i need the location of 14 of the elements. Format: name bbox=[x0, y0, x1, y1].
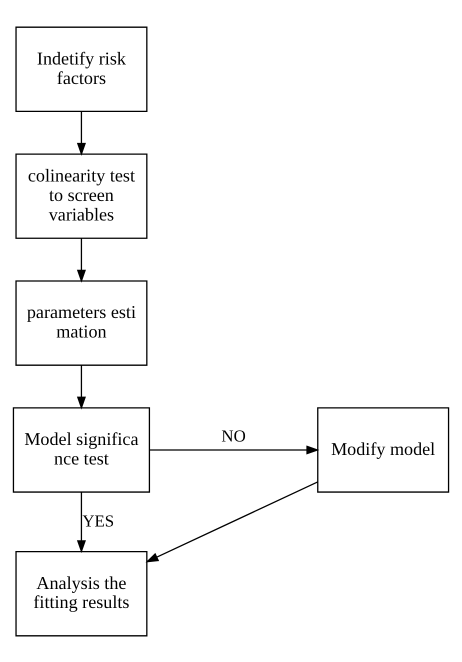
arrow bbox=[150, 444, 320, 454]
node-box: Model significa nce test bbox=[12, 406, 150, 492]
arrow bbox=[76, 238, 86, 282]
arrow bbox=[76, 364, 86, 410]
arrow bbox=[76, 492, 86, 553]
node-box: parameters esti mation bbox=[15, 280, 148, 366]
arrow bbox=[76, 111, 86, 156]
node-box: Indetify risk factors bbox=[15, 26, 148, 112]
arrow bbox=[146, 480, 318, 562]
edge-label: NO bbox=[221, 426, 246, 445]
node-box: Analysis the fitting results bbox=[15, 550, 148, 636]
node-box: colinearity test to screen variables bbox=[15, 152, 148, 238]
node-box: Modify model bbox=[317, 406, 450, 492]
edge-label: YES bbox=[82, 510, 114, 530]
